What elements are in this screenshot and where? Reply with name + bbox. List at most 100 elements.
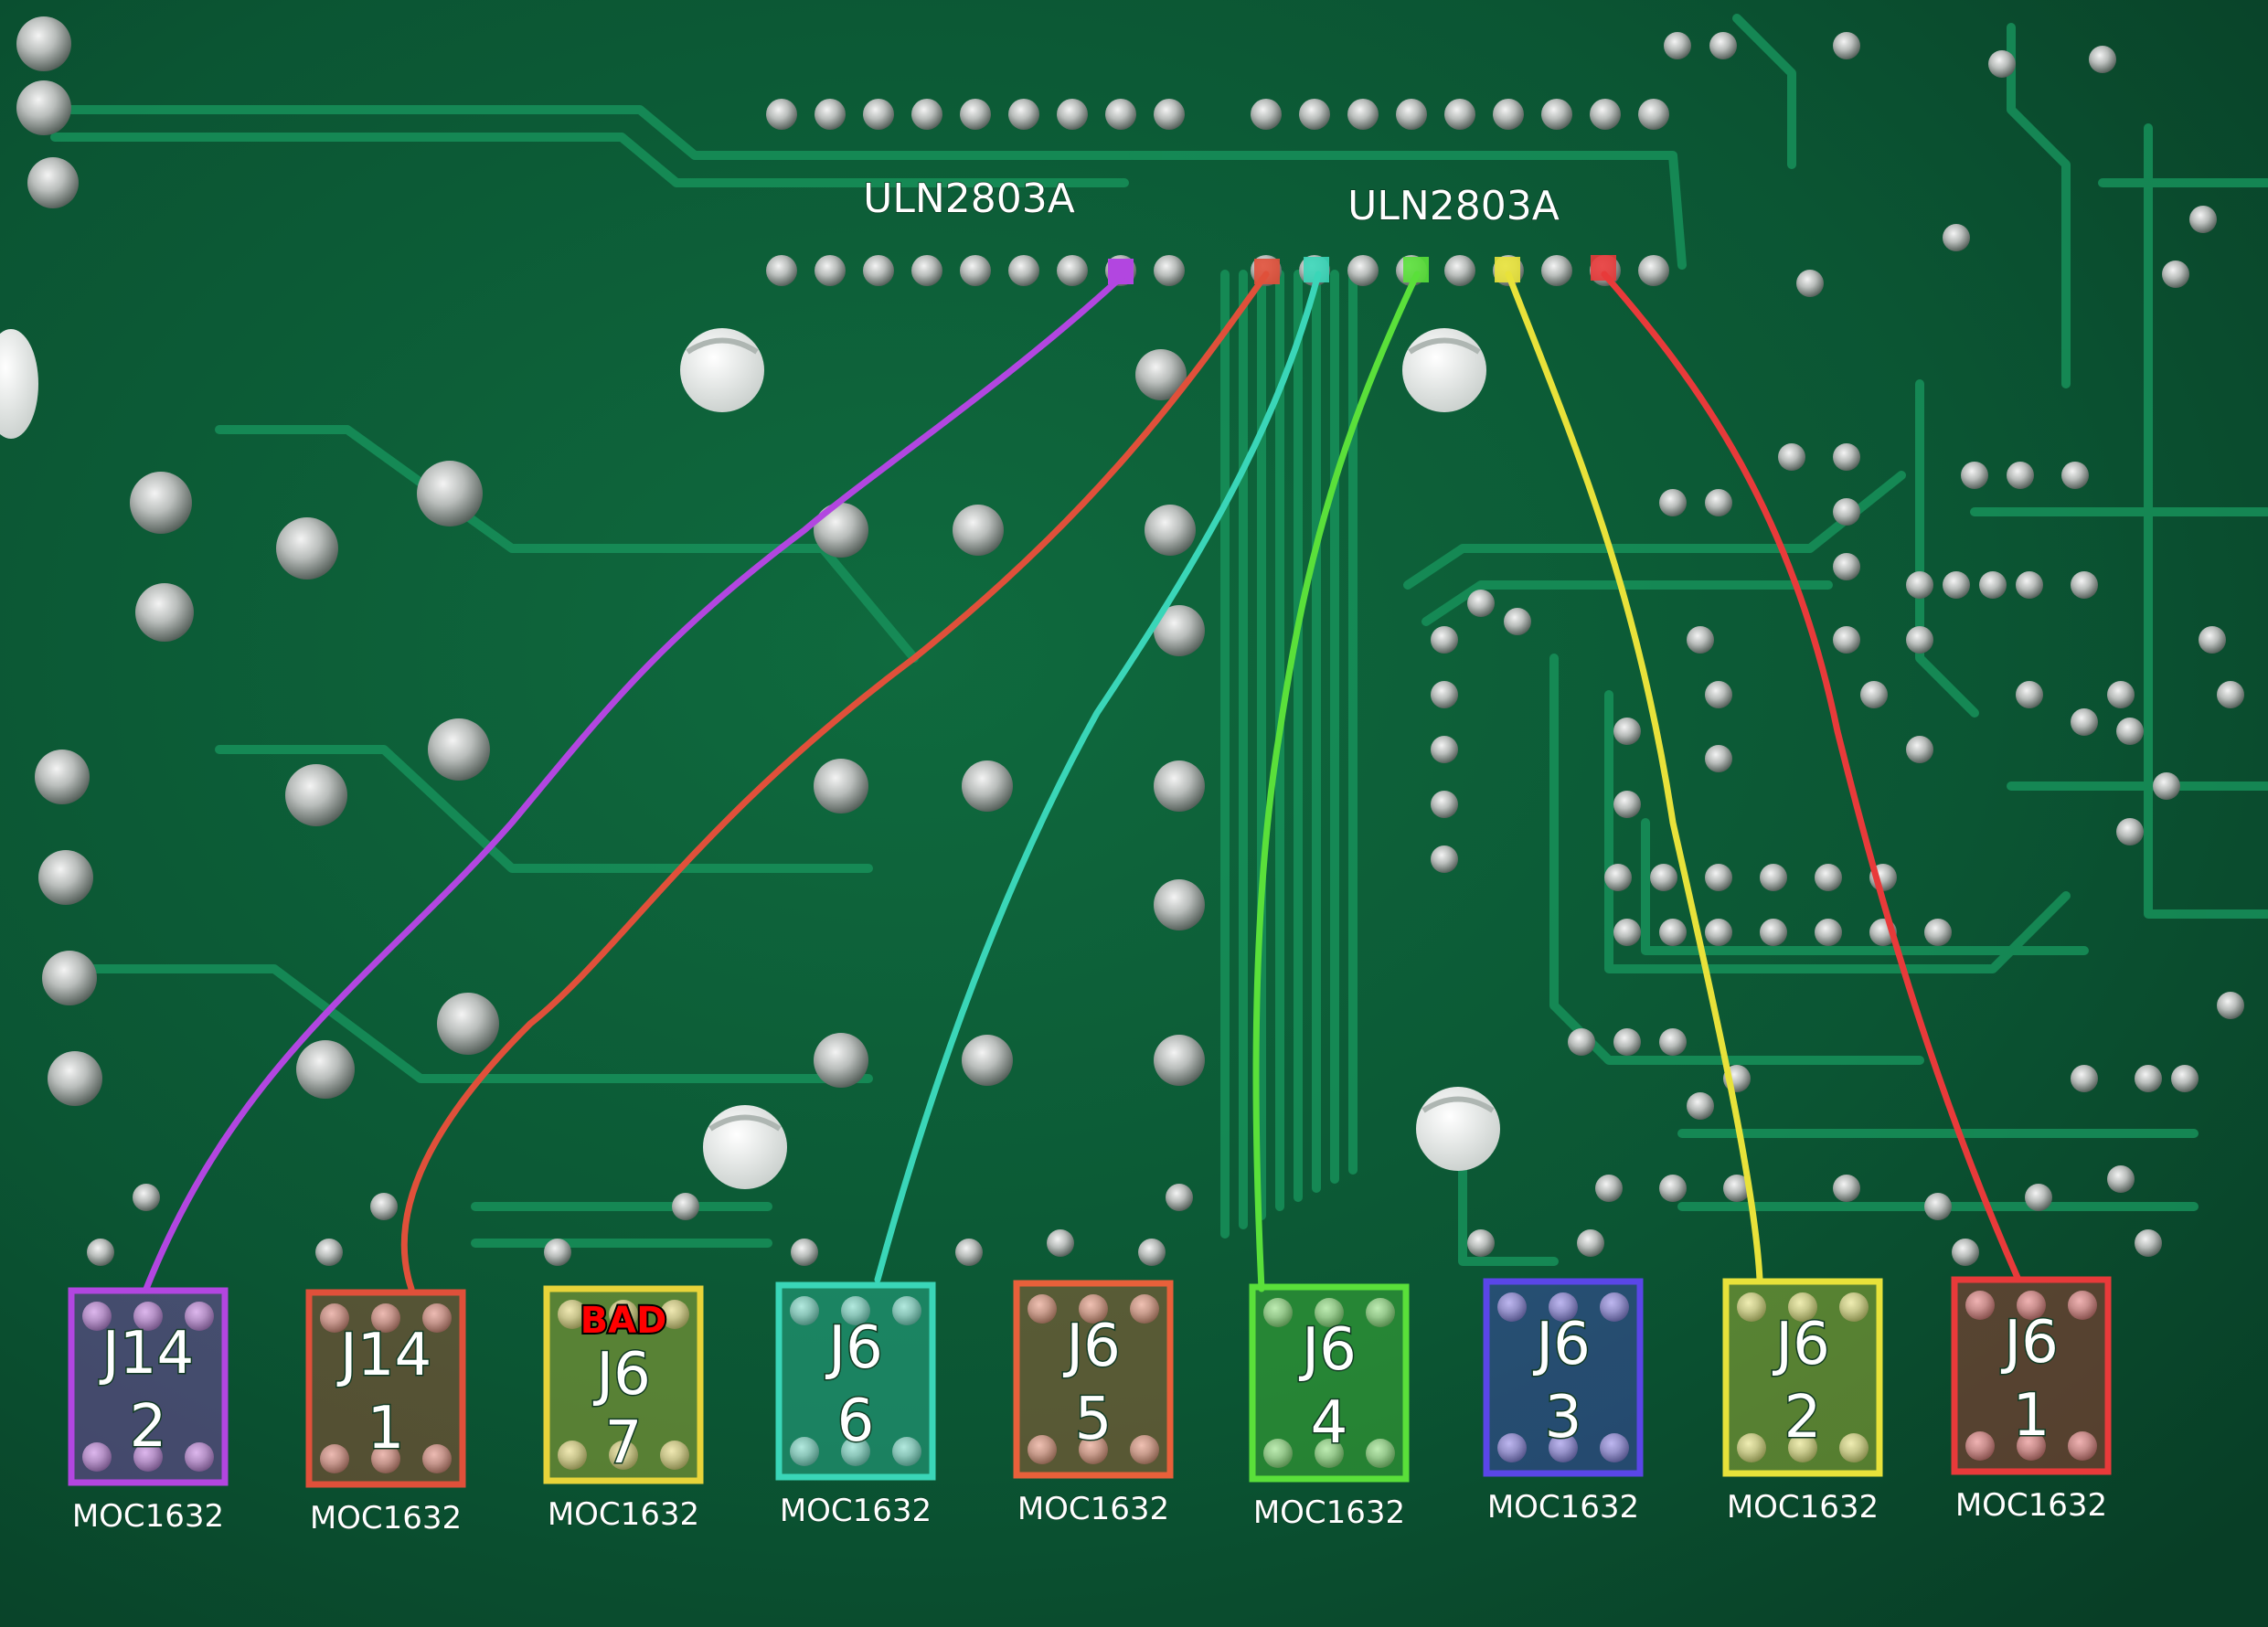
component-pad (1467, 1229, 1495, 1257)
moc-pad (133, 1302, 163, 1331)
moc-pad (2068, 1431, 2097, 1461)
component-pad (2217, 681, 2244, 708)
moc-pad (1028, 1294, 1057, 1324)
moc-pad (371, 1444, 400, 1473)
connector-title: J6 (1298, 1316, 1357, 1384)
ic-pin (1638, 255, 1669, 286)
component-pad (370, 1193, 398, 1220)
connector-part: MOC1632 (780, 1493, 932, 1529)
component-pad (1659, 1028, 1687, 1056)
component-pad (2217, 992, 2244, 1019)
component-pad (2089, 46, 2116, 73)
connector-box-fill (1486, 1281, 1640, 1473)
bad-badge: BAD (580, 1300, 667, 1342)
ic-pin (911, 99, 942, 130)
ic-pin (815, 99, 846, 130)
moc-pad (1600, 1292, 1629, 1322)
moc-pad (1366, 1439, 1395, 1468)
connector-box-fill (547, 1289, 700, 1481)
connector-box-outline (1013, 1280, 1174, 1479)
connector-title: J14 (336, 1322, 431, 1389)
connector-box-fill (1954, 1280, 2108, 1472)
wire-j14-1 (400, 271, 1270, 1292)
component-pad (1961, 462, 1988, 489)
ic-pin (1299, 99, 1330, 130)
connector-box-outline (775, 1281, 936, 1481)
ic-pin (863, 99, 894, 130)
component-pad (1943, 224, 1970, 251)
component-pad (2171, 1065, 2199, 1092)
moc-pad (1315, 1298, 1344, 1327)
moc-pad (790, 1437, 819, 1466)
wire-j14-2 (143, 271, 1128, 1292)
moc-pad (1549, 1292, 1578, 1322)
component-pad (1833, 498, 1860, 526)
connector-box-outline (1951, 1276, 2112, 1475)
connector-part: MOC1632 (72, 1498, 224, 1535)
component-pad (1796, 270, 1824, 297)
component-pad (1504, 608, 1531, 635)
component-pad (1906, 626, 1933, 654)
component-pad (1924, 1193, 1952, 1220)
component-pad (1568, 1028, 1595, 1056)
component-pad (1705, 489, 1732, 516)
moc-pad (660, 1300, 689, 1329)
moc-pad (133, 1442, 163, 1472)
moc-pad (1497, 1292, 1527, 1322)
component-pad (1760, 864, 1787, 891)
component-pad (2071, 571, 2098, 599)
connector-title: J6 (1532, 1311, 1591, 1378)
connector-part: MOC1632 (1487, 1489, 1639, 1526)
component-pad (315, 1239, 343, 1266)
moc-pad (422, 1444, 452, 1473)
ic-pin (766, 255, 797, 286)
chip-label-right: ULN2803A (1347, 183, 1560, 229)
connector-box-outline (68, 1287, 229, 1486)
ic-pin (1493, 99, 1524, 130)
ic-pin (960, 99, 991, 130)
component-pad (544, 1239, 571, 1266)
connector-number: 3 (1545, 1384, 1582, 1452)
component-pad (1687, 1092, 1714, 1120)
connector-number: 2 (130, 1393, 167, 1461)
moc-pad (320, 1444, 349, 1473)
ic-pin (1541, 99, 1572, 130)
moc-pad (1263, 1439, 1293, 1468)
connector-box-outline (1249, 1283, 1410, 1483)
component-pad (1723, 1175, 1751, 1202)
moc-pad (2068, 1291, 2097, 1320)
component-pad (2116, 718, 2144, 745)
moc-pad (1788, 1433, 1817, 1462)
component-pad (1613, 1028, 1641, 1056)
component-pad (2135, 1229, 2162, 1257)
connector-number: 4 (1311, 1389, 1348, 1457)
connector-part: MOC1632 (1727, 1489, 1879, 1526)
standoffs (0, 328, 1500, 1189)
connector-box-fill (779, 1285, 932, 1477)
moc-pad (558, 1441, 587, 1470)
connector-box-fill (309, 1292, 463, 1484)
moc-pad (2017, 1291, 2046, 1320)
component-pad (2199, 626, 2226, 654)
moc-pad (1497, 1433, 1527, 1462)
connector-box-outline (1722, 1278, 1883, 1477)
ic-pin (1347, 99, 1379, 130)
moc-pad (1028, 1435, 1057, 1464)
moc-pad (1965, 1431, 1995, 1461)
moc-pad (1366, 1298, 1395, 1327)
component-pad (1138, 1239, 1166, 1266)
edge-pads (16, 16, 102, 1106)
component-pad (1943, 571, 1970, 599)
component-pad (1431, 736, 1458, 763)
component-pad (1778, 443, 1805, 471)
component-pad (2162, 261, 2189, 288)
moc-pad (2017, 1431, 2046, 1461)
component-pad (2016, 681, 2043, 708)
component-pad (1705, 864, 1732, 891)
moc-pad (82, 1302, 112, 1331)
